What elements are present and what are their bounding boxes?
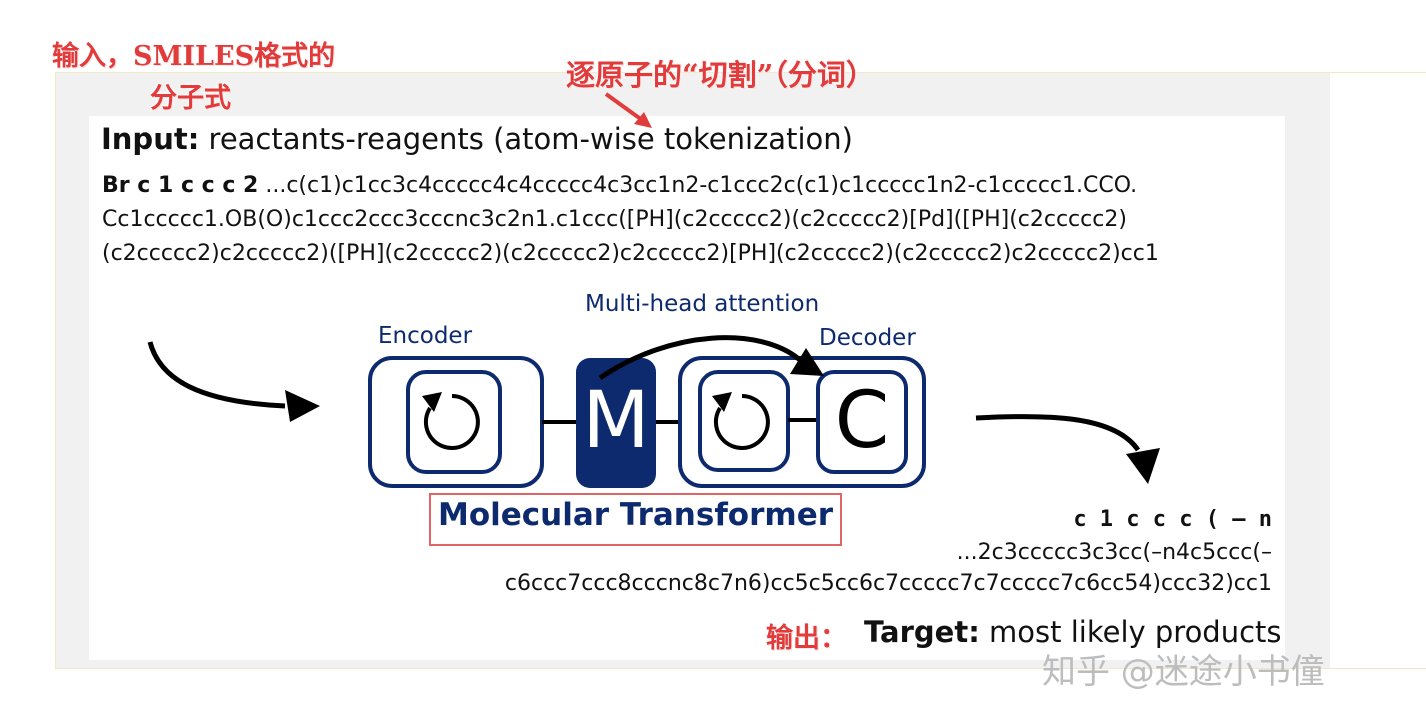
attention-label: Multi-head attention (585, 291, 820, 317)
encoder-loop-icon (423, 394, 480, 450)
encoder-label: Encoder (378, 323, 473, 349)
output-tokens: c 1 c c c ( – n (1073, 507, 1272, 532)
input-annotation-line1: 输入，SMILES格式的 (52, 41, 336, 72)
attention-arrow (598, 335, 802, 381)
memory-block (576, 358, 656, 488)
model-name-highlight (429, 493, 842, 546)
output-smiles-line2: c6ccc7ccc8cccnc8c7n6)cc5c5cc6c7ccccc7c7c… (504, 571, 1272, 596)
input-arrow-head (285, 390, 320, 422)
output-heading: Target: most likely products (864, 615, 1282, 649)
input-smiles-text1: ...c(c1)c1cc3c4ccccc4c4ccccc4c3cc1n2-c1c… (265, 173, 1138, 198)
input-label: Input: (101, 122, 200, 156)
output-arrow (975, 414, 1141, 452)
input-description: reactants-reagents (atom-wise tokenizati… (208, 122, 853, 156)
output-description: most likely products (989, 615, 1282, 649)
input-annotation-line2: 分子式 (150, 83, 231, 114)
decoder-output-block (816, 370, 908, 474)
encoder-loop-arrowhead (422, 392, 442, 412)
output-arrow-head (1126, 448, 1160, 484)
input-smiles-line3: (c2ccccc2)c2ccccc2)([PH](c2ccccc2)(c2ccc… (102, 241, 1159, 266)
model-name: Molecular Transformer (437, 497, 834, 533)
tokenize-annotation: 逐原子的“切割”（分词） (566, 58, 875, 92)
attention-arrow-head (790, 348, 824, 376)
watermark: 知乎 @迷途小书僮 (1042, 652, 1325, 692)
input-smiles-line2: Cc1ccccc1.OB(O)c1ccc2ccc3cccnc3c2n1.c1cc… (102, 207, 1127, 232)
transformer-diagram (147, 335, 1160, 488)
annotation-arrow (604, 92, 652, 128)
decoder-label: Decoder (819, 325, 916, 351)
input-smiles-line1: Br c 1 c c c 2 ...c(c1)c1cc3c4ccccc4c4cc… (102, 173, 1137, 198)
decoder-output-label: C (834, 376, 890, 466)
input-arrow (147, 341, 286, 409)
right-margin (1330, 73, 1426, 668)
input-heading: Input: reactants-reagents (atom-wise tok… (101, 122, 853, 156)
output-annotation: 输出： (766, 623, 847, 654)
encoder-inner-block (406, 370, 502, 474)
decoder-loop-icon (713, 394, 770, 450)
decoder-loop-arrowhead (712, 392, 732, 412)
decoder-inner-block (698, 370, 790, 472)
output-label: Target: (864, 615, 980, 649)
input-tokens: Br c 1 c c c 2 (102, 173, 259, 198)
memory-block-label: M (582, 376, 650, 466)
output-smiles-line1: ...2c3ccccc3c3cc(–n4c5ccc(– (956, 540, 1272, 565)
